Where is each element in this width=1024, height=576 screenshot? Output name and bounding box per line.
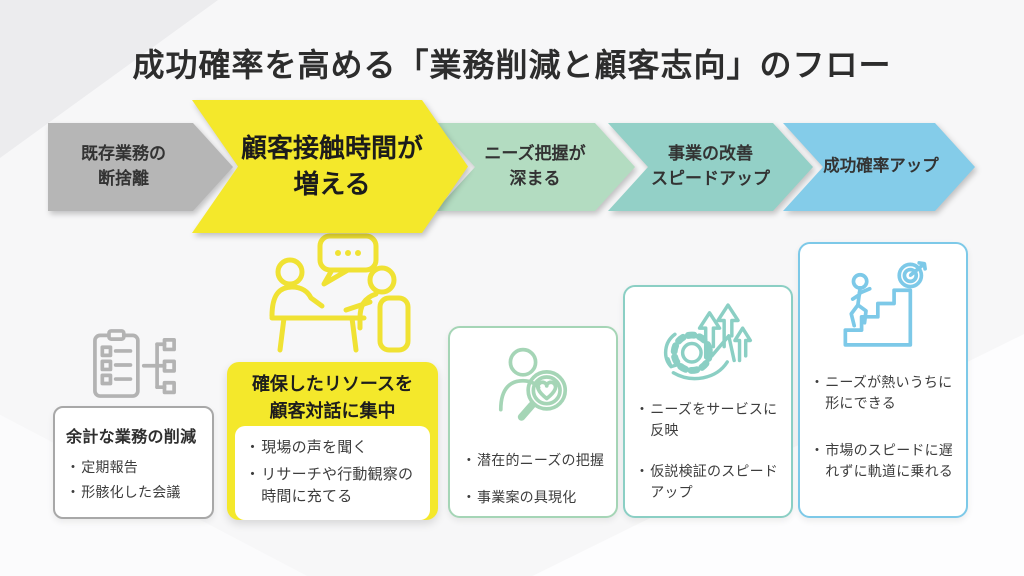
- flow-step-5-arrow: 成功確率アップ: [783, 123, 975, 211]
- card-title: 余計な業務の削減: [66, 429, 197, 446]
- card-title: 確保したリソースを顧客対話に集中: [251, 374, 414, 421]
- card-work-reduction: 余計な業務の削減 ・定期報告 ・形骸化した会議: [53, 406, 214, 519]
- list-item: ・リサーチや行動観察の時間に充てる: [245, 465, 414, 506]
- list-item: ・現場の声を聞く: [245, 439, 368, 456]
- flow-step-4-label: スピードアップ: [651, 169, 770, 188]
- card-business-improvement: ・ニーズをサービスに反映 ・仮説検証のスピードアップ: [623, 285, 793, 518]
- list-item: ・潜在的ニーズの把握: [461, 452, 605, 468]
- latent-needs-search-icon: [489, 340, 577, 440]
- flow-step-4-arrow: 事業の改善 スピードアップ: [608, 123, 813, 211]
- card-customer-focus: 確保したリソースを顧客対話に集中 ・現場の声を聞く ・リサーチや行動観察の時間に…: [227, 362, 438, 520]
- goal-stairs-icon: [835, 260, 931, 350]
- list-item: ・ニーズをサービスに反映: [635, 401, 778, 438]
- flow-step-1-label: 既存業務の: [81, 144, 166, 164]
- flow-step-4-label: 事業の改善: [668, 144, 753, 164]
- flow-step-3-label: 深まる: [509, 169, 561, 188]
- flow-step-5-label: 成功確率アップ: [823, 157, 939, 176]
- list-item: ・定期報告: [66, 459, 139, 475]
- list-item: ・事業案の具現化: [461, 489, 577, 505]
- speedup-gear-icon: [658, 301, 758, 383]
- list-item: ・ニーズが熱いうちに形にできる: [810, 374, 953, 411]
- flow-step-3-label: ニーズ把握が: [484, 144, 586, 164]
- flow-step-1-label: 断捨離: [98, 169, 149, 188]
- flow-step-2-label: 増える: [293, 168, 371, 199]
- card-success-rate: ・ニーズが熱いうちに形にできる ・市場のスピードに遅れずに軌道に乗れる: [798, 242, 968, 518]
- page-title: 成功確率を高める「業務削減と顧客志向」のフロー: [132, 47, 892, 83]
- flow-step-2-arrow: 顧客接触時間が 増える: [192, 100, 468, 233]
- list-item: ・仮説検証のスピードアップ: [635, 463, 779, 500]
- list-item: ・形骸化した会議: [66, 484, 181, 500]
- card-body: ・現場の声を聞く ・リサーチや行動観察の時間に充てる: [235, 426, 430, 520]
- clipboard-tasks-icon: [86, 328, 186, 402]
- card-needs-understanding: ・潜在的ニーズの把握 ・事業案の具現化: [448, 326, 618, 518]
- list-item: ・市場のスピードに遅れずに軌道に乗れる: [810, 442, 954, 479]
- flow-step-2-label: 顧客接触時間が: [240, 133, 423, 164]
- customer-dialogue-icon: [258, 232, 428, 357]
- flow-step-3-arrow: ニーズ把握が 深まる: [435, 123, 635, 211]
